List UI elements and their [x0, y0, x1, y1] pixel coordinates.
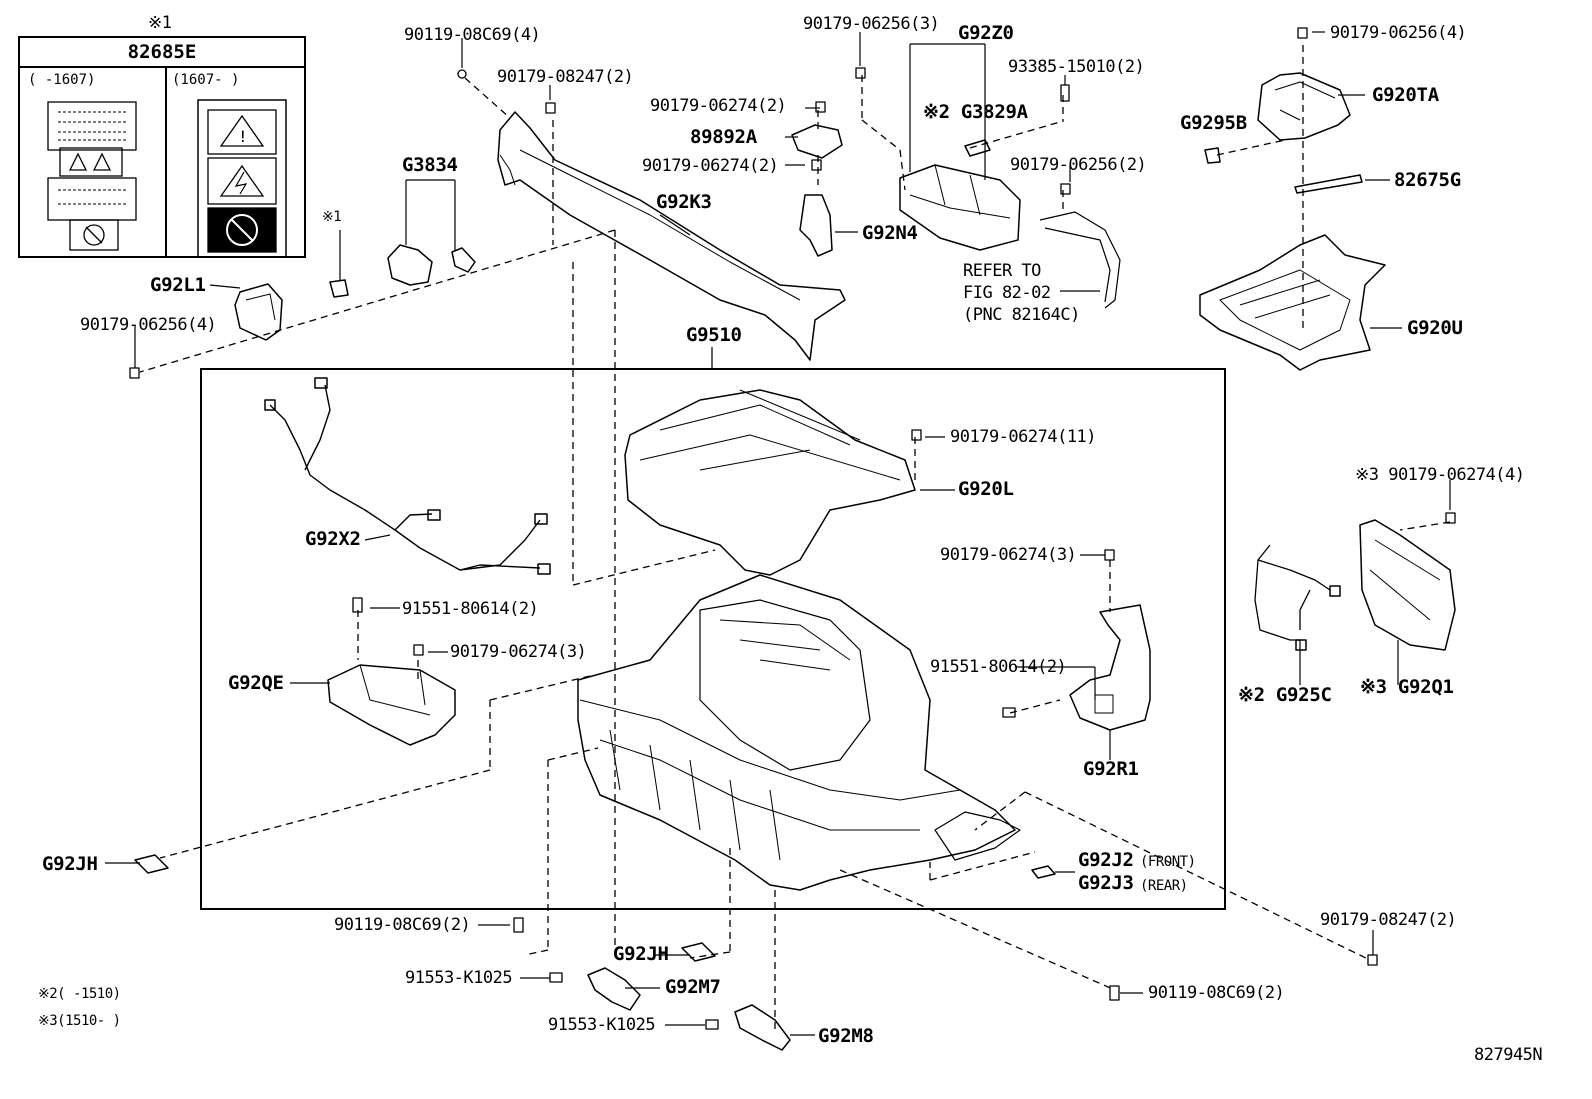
part-note: (REAR) [1140, 878, 1188, 894]
part-label[interactable]: ※2 G3829A [923, 101, 1028, 123]
part-label[interactable]: G92N4 [862, 222, 918, 244]
part-label[interactable]: G92L1 [150, 274, 206, 296]
cover-g92q1 [1359, 519, 1456, 651]
bracket-g92r1 [1069, 604, 1151, 731]
block-g92qe [327, 664, 456, 746]
part-label[interactable]: ※2 G925C [1238, 684, 1332, 706]
bracket-g92n4 [799, 194, 833, 257]
clip-g9295b [1204, 147, 1221, 164]
part-label[interactable]: G9510 [686, 324, 742, 346]
part-label[interactable]: G920L [958, 478, 1014, 500]
label-box-drawings: ! [47, 99, 287, 258]
part-label[interactable]: G920U [1407, 317, 1463, 339]
label-box-right-range: (1607- ) [172, 72, 240, 88]
part-label[interactable]: G92JH [42, 853, 98, 875]
fasteners [129, 27, 1456, 1030]
battery-assy-g9510-outline [200, 368, 1226, 910]
label-box-left-range: ( -1607) [28, 72, 96, 88]
part-label[interactable]: ※3 90179-06274(4) [1355, 465, 1525, 485]
svg-text:!: ! [238, 127, 248, 146]
plate-g92j3 [1031, 865, 1056, 879]
part-label[interactable]: 90119-08C69(2) [1148, 983, 1285, 1003]
bracket-g92m8 [734, 1004, 791, 1051]
part-label[interactable]: 90179-06274(3) [450, 642, 587, 662]
harness-g925c [1254, 544, 1331, 641]
part-label[interactable]: G92M7 [665, 976, 721, 998]
part-label[interactable]: G9295B [1180, 112, 1247, 134]
part-label[interactable]: G92M8 [818, 1025, 874, 1047]
plate-g92jh-left [134, 854, 169, 874]
plate-g92l1 [234, 283, 283, 341]
plate-g92jh-bottom [681, 942, 716, 962]
footnote: ※3(1510- ) [38, 1013, 121, 1029]
label-box-header: 82685E [20, 38, 304, 68]
part-label[interactable]: 91553-K1025 [405, 968, 513, 988]
part-label[interactable]: G92J2 [1078, 849, 1134, 871]
part-label[interactable]: 90179-06274(3) [940, 545, 1077, 565]
part-label[interactable]: G92R1 [1083, 758, 1139, 780]
part-label[interactable]: 90119-08C69(2) [334, 915, 471, 935]
prohibition-icon-large [226, 214, 258, 246]
battery-pack-body [577, 574, 1016, 891]
part-label[interactable]: ※3 G92Q1 [1360, 676, 1454, 698]
crossmember-g92k3 [497, 111, 846, 361]
reference-note: REFER TO [963, 261, 1041, 281]
note-mark: ※1 [322, 209, 342, 225]
upper-cover-g920l [624, 389, 916, 576]
part-label[interactable]: 90179-08247(2) [1320, 910, 1457, 930]
bracket-g92m7 [587, 967, 641, 1011]
strip-82675g [1294, 174, 1363, 194]
connector-g3834-b [451, 247, 476, 273]
part-label[interactable]: 93385-15010(2) [1008, 57, 1145, 77]
part-label[interactable]: 90179-06256(3) [803, 14, 940, 34]
cable-82164c [1039, 211, 1121, 309]
part-label[interactable]: 90179-08247(2) [497, 67, 634, 87]
g3829a-part [964, 139, 991, 157]
tray-g920u [1199, 234, 1386, 371]
sensor-89892a [791, 124, 843, 159]
part-note: (FRONT) [1140, 854, 1196, 870]
part-label[interactable]: 90179-06274(11) [950, 427, 1097, 447]
harness-g92x2 [269, 384, 541, 571]
part-label[interactable]: 91551-80614(2) [402, 599, 539, 619]
label-box-divider [165, 66, 167, 258]
part-label[interactable]: 89892A [690, 126, 757, 148]
part-label[interactable]: 91553-K1025 [548, 1015, 656, 1035]
reference-note: (PNC 82164C) [963, 305, 1080, 325]
part-label[interactable]: G92X2 [305, 528, 361, 550]
part-label[interactable]: G92JH [613, 943, 669, 965]
warning-label-box: 82685E ( -1607) (1607- ) ! [18, 36, 306, 258]
footnote: ※2( -1510) [38, 986, 121, 1002]
part-label[interactable]: 90179-06256(4) [80, 315, 217, 335]
part-label[interactable]: 82675G [1394, 169, 1461, 191]
part-label[interactable]: 91551-80614(2) [930, 657, 1067, 677]
warning-triangle-icon [68, 152, 112, 171]
part-label[interactable]: G3834 [402, 154, 458, 176]
part-label[interactable]: 90179-06256(2) [1010, 155, 1147, 175]
junction-block-g92z0 [899, 164, 1021, 251]
part-label[interactable]: 90179-06256(4) [1330, 23, 1467, 43]
part-label[interactable]: 90119-08C69(4) [404, 25, 541, 45]
label-box-mark: ※1 [148, 13, 172, 33]
part-label[interactable]: 90179-06274(2) [650, 96, 787, 116]
part-label[interactable]: G92K3 [656, 191, 712, 213]
part-label[interactable]: G92Z0 [958, 22, 1014, 44]
prohibition-icon [83, 224, 105, 246]
illustration-number: 827945N [1474, 1045, 1543, 1065]
high-voltage-icon [219, 164, 265, 197]
part-label[interactable]: 90179-06274(2) [642, 156, 779, 176]
part-label[interactable]: G920TA [1372, 84, 1439, 106]
connector-g3834-a [387, 244, 433, 286]
leader-lines [139, 45, 1451, 1030]
solid-leaders [105, 31, 1451, 1036]
cover-g920ta [1257, 72, 1351, 141]
part-label[interactable]: G92QE [228, 672, 284, 694]
reference-note[interactable]: FIG 82-02 [963, 283, 1051, 303]
warning-triangle-icon-large [219, 114, 265, 147]
part-label[interactable]: G92J3 [1078, 872, 1134, 894]
small-label-82685e [329, 279, 349, 298]
